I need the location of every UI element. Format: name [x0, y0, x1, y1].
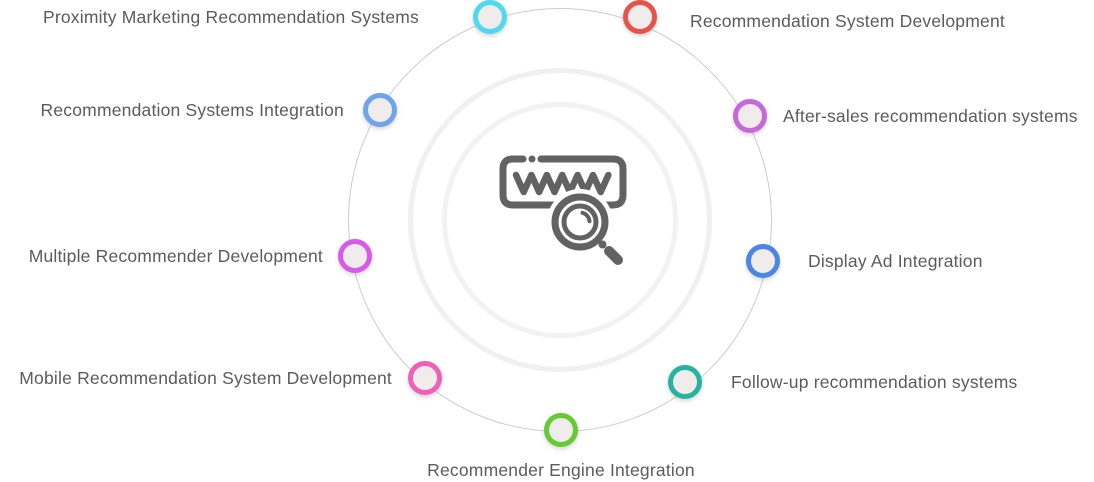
node-mobile-development: [408, 361, 442, 395]
node-system-development: [623, 0, 657, 34]
node-multiple-recommender: [338, 239, 372, 273]
node-display-ad: [746, 244, 780, 278]
node-after-sales: [733, 99, 767, 133]
node-systems-integration: [363, 93, 397, 127]
label-system-development: Recommendation System Development: [690, 11, 1005, 31]
label-after-sales: After-sales recommendation systems: [783, 106, 1078, 126]
node-proximity-marketing: [473, 0, 507, 34]
label-multiple-recommender: Multiple Recommender Development: [28, 246, 323, 266]
label-engine-integration: Recommender Engine Integration: [427, 460, 695, 480]
label-mobile-development: Mobile Recommendation System Development: [19, 368, 392, 388]
www-search-icon: [499, 155, 627, 265]
node-follow-up: [668, 365, 702, 399]
label-systems-integration: Recommendation Systems Integration: [40, 100, 344, 120]
label-follow-up: Follow-up recommendation systems: [731, 372, 1018, 392]
www-search-icon-strokes: [499, 155, 627, 265]
label-display-ad: Display Ad Integration: [808, 251, 983, 271]
inner-halo-ring-2: [442, 102, 678, 338]
label-proximity-marketing: Proximity Marketing Recommendation Syste…: [42, 7, 419, 27]
node-engine-integration: [544, 413, 578, 447]
